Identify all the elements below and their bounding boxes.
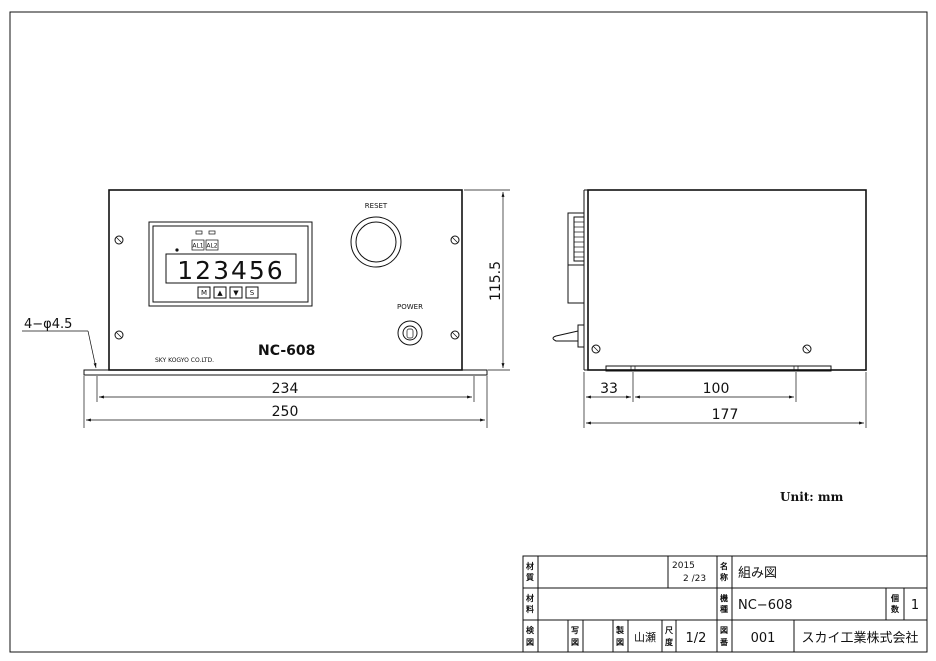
display-bezel <box>148 221 313 307</box>
dwgno-label: 図 <box>720 626 728 635</box>
drawer-name: 山瀬 <box>634 630 656 644</box>
indicator-dot-icon <box>175 248 179 252</box>
reset-label: RESET <box>365 202 388 210</box>
material-label: 質 <box>526 572 534 582</box>
company-name: スカイ工業株式会社 <box>801 630 918 646</box>
front-view: AL1 AL2 123456 M ▲ ▼ S RESET POWER SKY K… <box>83 189 488 376</box>
display-digits: 123456 <box>177 256 284 285</box>
copy-label: 図 <box>571 638 579 647</box>
alarm-label: AL2 <box>206 243 217 250</box>
screw-icon <box>591 344 812 354</box>
width-outer-dimension: 250 <box>272 404 299 420</box>
inspect-label: 図 <box>526 638 534 647</box>
drawing-frame <box>9 11 928 653</box>
side-view <box>552 189 867 372</box>
key-button[interactable] <box>197 286 211 299</box>
model-label: NC-608 <box>258 343 315 359</box>
scale-label: 度 <box>665 637 674 647</box>
key-group: M ▲ ▼ S <box>197 286 259 299</box>
name-label: 名 <box>720 561 728 571</box>
display-inner <box>152 225 309 303</box>
qty-label: 個 <box>890 593 899 603</box>
drawing-number: 001 <box>751 631 776 646</box>
qty-label: 数 <box>891 604 900 614</box>
toggle-side-icon <box>552 324 585 348</box>
key-label: S <box>250 289 255 297</box>
hole-pitch-dimension: 100 <box>703 381 730 397</box>
date-month-day: 2 /23 <box>683 574 706 584</box>
date-year: 2015 <box>672 561 695 571</box>
power-label: POWER <box>397 303 423 311</box>
key-button[interactable] <box>245 286 259 299</box>
side-body <box>587 189 867 371</box>
maker-label: SKY KOGYO CO.LTD. <box>155 357 214 364</box>
alarm-label: AL1 <box>192 243 203 250</box>
reset-button-inner <box>355 221 397 263</box>
depth-dimension: 177 <box>712 407 739 423</box>
front-offset-dimension: 33 <box>600 381 618 397</box>
front-panel <box>108 189 463 371</box>
width-inner-dimension: 234 <box>272 381 299 397</box>
height-dimension: 115.5 <box>488 261 504 301</box>
title-block: 材 質 材 料 検 図 写 図 製 図 尺 度 名 称 機 種 図 番 個 数 … <box>522 555 928 653</box>
material-label: 材 <box>526 561 534 571</box>
material2-label: 料 <box>526 604 534 614</box>
holes-dimension: 4−φ4.5 <box>24 317 72 332</box>
key-label: ▼ <box>233 289 239 297</box>
screw-icon <box>114 235 460 340</box>
model-field-label: 種 <box>720 604 728 614</box>
reset-button[interactable] <box>350 216 402 268</box>
unit-note: Unit: mm <box>780 490 844 504</box>
inspect-label: 検 <box>526 625 535 635</box>
power-switch-inner <box>402 325 418 341</box>
key-label: M <box>201 289 207 297</box>
copy-label: 写 <box>571 626 579 635</box>
draw-label: 図 <box>616 638 624 647</box>
led-icon <box>195 230 203 235</box>
key-button[interactable] <box>229 286 243 299</box>
draw-label: 製 <box>615 625 624 635</box>
led-icon <box>208 230 216 235</box>
material2-label: 材 <box>526 593 534 603</box>
key-button[interactable] <box>213 286 227 299</box>
digit-window <box>165 253 297 284</box>
scale-label: 尺 <box>665 626 673 635</box>
drawing-name: 組み図 <box>738 566 777 581</box>
toggle-lever-icon <box>406 328 414 339</box>
name-label: 称 <box>720 572 728 582</box>
front-dimensions: 115.5 234 250 4−φ4.5 <box>22 189 510 428</box>
power-switch[interactable] <box>397 320 423 346</box>
alarm-box <box>205 239 219 251</box>
dwgno-label: 番 <box>719 637 729 647</box>
alarm-box <box>191 239 205 251</box>
model-field-label: 機 <box>720 593 728 603</box>
side-base-plate <box>605 365 832 372</box>
drawing-model: NC−608 <box>738 598 793 613</box>
quantity: 1 <box>911 598 919 613</box>
knob-side-icon <box>567 212 585 304</box>
side-dimensions: 33 100 177 <box>583 372 867 428</box>
key-label: ▲ <box>217 289 223 297</box>
scale-value: 1/2 <box>686 631 707 646</box>
